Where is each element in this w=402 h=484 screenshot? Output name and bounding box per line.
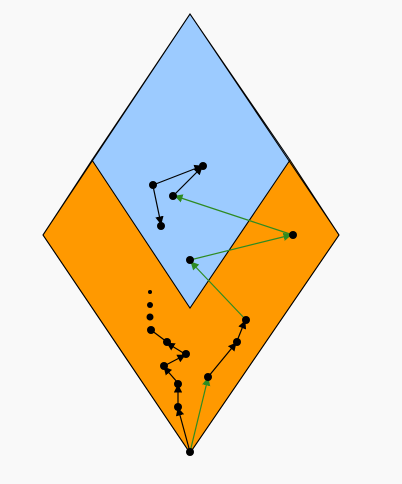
edge-green-2: [189, 232, 292, 261]
vertex: [148, 290, 152, 294]
vertex: [289, 231, 297, 239]
vertex: [186, 256, 194, 264]
edge-lower-6: [207, 342, 237, 378]
edge-green-1: [174, 194, 294, 236]
edge-green-4: [189, 377, 211, 453]
edge-lower-3: [163, 366, 179, 384]
vertex: [174, 403, 182, 411]
edge-upper-3: [152, 185, 164, 225]
vertex: [146, 313, 154, 321]
vertex: [163, 338, 171, 346]
vertex: [242, 316, 250, 324]
vertex: [147, 302, 153, 308]
edge-upper-2: [172, 166, 203, 197]
edge-lower-5: [166, 342, 186, 355]
vertex: [169, 192, 177, 200]
vertex: [147, 326, 155, 334]
vertex: [160, 362, 168, 370]
vertex: [149, 181, 157, 189]
vertex: [157, 222, 165, 230]
vertex: [199, 162, 207, 170]
edge-green-3: [190, 261, 247, 321]
edge-lower-7: [236, 320, 247, 342]
edge-lower-1: [175, 407, 191, 453]
vertex: [233, 338, 241, 346]
vertex: [182, 350, 190, 358]
vertex: [174, 380, 182, 388]
vertex: [186, 448, 194, 456]
vertex: [204, 373, 212, 381]
